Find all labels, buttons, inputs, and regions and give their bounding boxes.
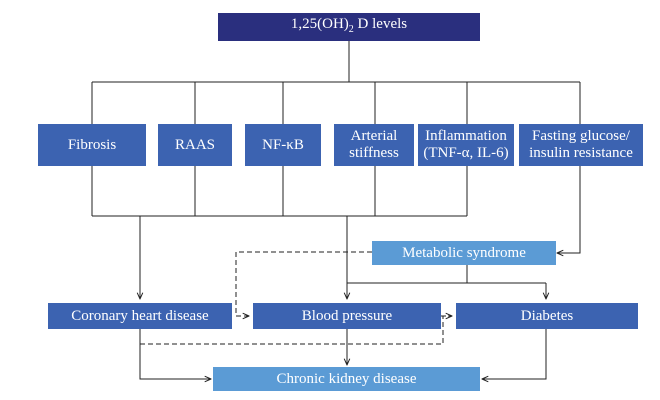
dashed-chd-to-diabetes (140, 316, 452, 345)
node-chronic-kidney-disease: Chronic kidney disease (213, 367, 480, 391)
arrow-fasting-to-metabolic (557, 166, 581, 253)
node-inflammation: Inflammation (TNF-α, IL-6) (418, 124, 514, 166)
node-metabolic-syndrome: Metabolic syndrome (372, 241, 556, 265)
node-blood-pressure: Blood pressure (253, 303, 441, 329)
node-nf-kb: NF-κB (245, 124, 321, 166)
vitamin-d-label: 1,25(OH)2 D levels (290, 16, 408, 35)
dashed-metabolic-to-bp (235, 251, 372, 316)
arrow-chd-to-ckd (139, 329, 211, 379)
node-fibrosis: Fibrosis (38, 124, 146, 166)
arrow-diabetes-to-ckd (482, 329, 547, 379)
node-fasting-glucose: Fasting glucose/ insulin resistance (519, 124, 643, 166)
node-diabetes: Diabetes (456, 303, 638, 329)
node-vitamin-d-levels: 1,25(OH)2 D levels (218, 13, 480, 41)
node-raas: RAAS (158, 124, 232, 166)
node-coronary-heart-disease: Coronary heart disease (48, 303, 232, 329)
node-arterial-stiffness: Arterial stiffness (334, 124, 414, 166)
